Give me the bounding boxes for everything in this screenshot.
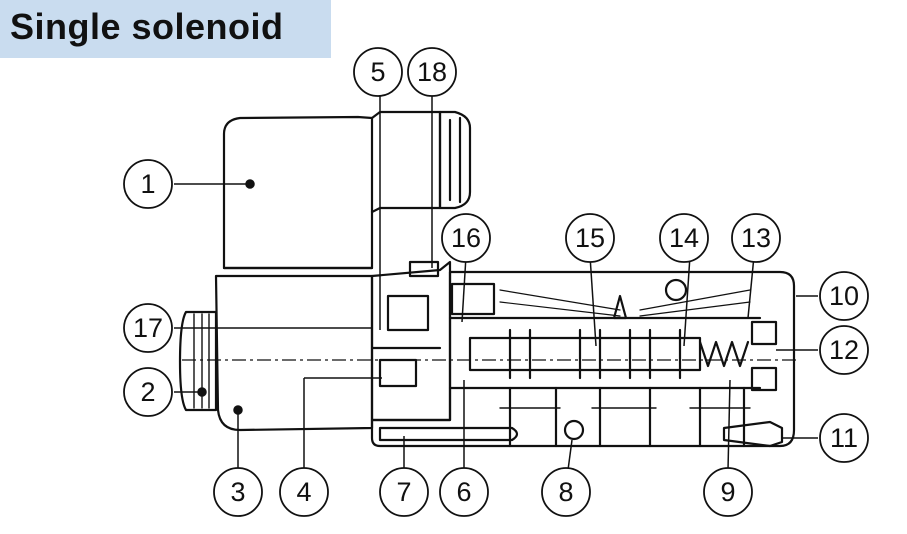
callout-5: 5 [370,57,385,87]
return-spring [698,340,750,368]
connector-cap [438,110,472,210]
callout-10: 10 [829,281,859,311]
pilot-head [370,260,452,422]
valve-body [370,270,796,448]
spool [468,336,702,372]
callout-15: 15 [575,223,605,253]
connector-plug [370,110,442,214]
callout-3: 3 [230,477,245,507]
title-banner: Single solenoid [0,0,331,58]
callout-11: 11 [830,423,858,453]
callout-12: 12 [829,335,859,365]
callout-18: 18 [417,57,447,87]
callout-13: 13 [741,223,771,253]
coil-housing [222,115,374,270]
callout-7: 7 [396,477,411,507]
callout-4: 4 [296,477,311,507]
callout-1: 1 [140,169,155,199]
callout-2: 2 [140,377,155,407]
manual-knob [178,310,218,412]
callout-17: 17 [133,313,163,343]
callout-16: 16 [451,223,481,253]
callout-14: 14 [669,223,699,253]
diagram-title: Single solenoid [10,6,284,47]
callout-8: 8 [558,477,573,507]
callout-9: 9 [720,477,735,507]
callout-6: 6 [456,477,471,507]
coil-lower [214,274,374,432]
